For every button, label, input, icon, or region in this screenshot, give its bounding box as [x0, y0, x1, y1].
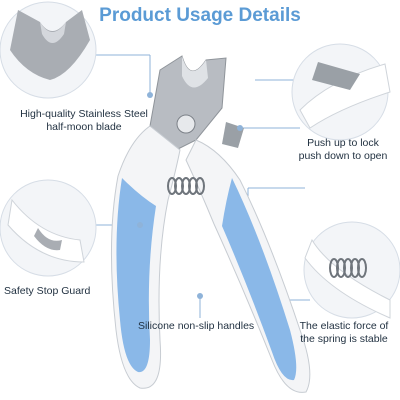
center-spring: [167, 177, 205, 195]
label-handles-line-1: Silicone non-slip handles: [138, 320, 255, 332]
pivot-screw: [176, 114, 196, 134]
label-lock-line-1: Push up to lock: [307, 137, 379, 149]
label-handles: Silicone non-slip handles: [138, 320, 268, 333]
right-grip: [222, 178, 297, 381]
label-blade-line-1: High-quality Stainless Steel: [20, 108, 148, 120]
left-grip: [116, 178, 156, 373]
inset-blade: [0, 1, 97, 99]
label-blade-line-2: half-moon blade: [46, 121, 122, 133]
label-guard: Safety Stop Guard: [4, 285, 104, 298]
callout-dots: [137, 92, 243, 299]
inset-guard: [0, 179, 97, 277]
page-title: Product Usage Details: [99, 5, 301, 26]
label-lock: Push up to lock push down to open: [290, 137, 396, 163]
label-spring-line-2: the spring is stable: [300, 333, 388, 345]
inset-lock: [291, 43, 391, 141]
label-lock-line-2: push down to open: [298, 150, 388, 162]
clipper-handles: [110, 125, 311, 393]
label-guard-line-1: Safety Stop Guard: [4, 285, 91, 297]
inset-spring: [303, 221, 400, 319]
label-blade: High-quality Stainless Steel half-moon b…: [4, 108, 164, 134]
clipper-blades: [149, 55, 244, 151]
label-spring-line-1: The elastic force of: [299, 320, 389, 332]
label-spring: The elastic force of the spring is stabl…: [290, 320, 398, 346]
